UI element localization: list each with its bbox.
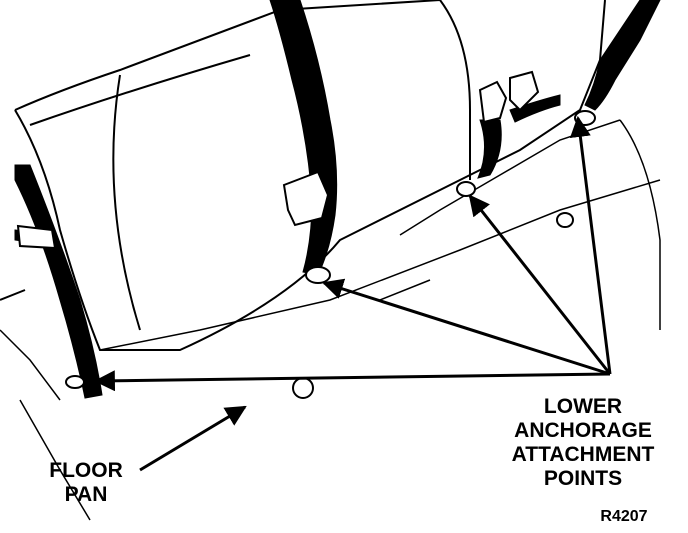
left-buckle-tongue	[16, 224, 57, 250]
label-anchorage-line4: POINTS	[544, 467, 622, 490]
arrow-to-center-anchor	[321, 278, 611, 376]
right-buckle-a	[478, 80, 508, 124]
floor-plug	[292, 377, 314, 399]
label-floor-line1: FLOOR	[49, 459, 123, 482]
center-buckle	[282, 170, 330, 227]
anchorage-arrows	[93, 115, 612, 472]
right-buckle-b	[509, 70, 540, 112]
anchor-bolt-inner	[456, 181, 476, 197]
belt-buckles	[16, 70, 540, 250]
floor-plug-2	[556, 212, 574, 228]
floor-pan	[0, 119, 661, 521]
belt-straps	[14, 0, 661, 399]
arrow-to-inner-anchor	[468, 194, 612, 375]
arrow-to-floor-pan	[139, 405, 247, 472]
arrow-to-left-anchor	[93, 370, 611, 392]
label-floor-line2: PAN	[65, 483, 108, 506]
label-anchorage-line1: LOWER	[544, 395, 622, 418]
arrow-to-right-anchor	[569, 115, 612, 375]
figure-code: R4207	[600, 508, 647, 525]
label-anchorage-line3: ATTACHMENT	[512, 443, 655, 466]
anchor-bolt-center	[305, 266, 331, 284]
anchor-bolt-left	[65, 375, 85, 389]
label-anchorage-line2: ANCHORAGE	[514, 419, 652, 442]
